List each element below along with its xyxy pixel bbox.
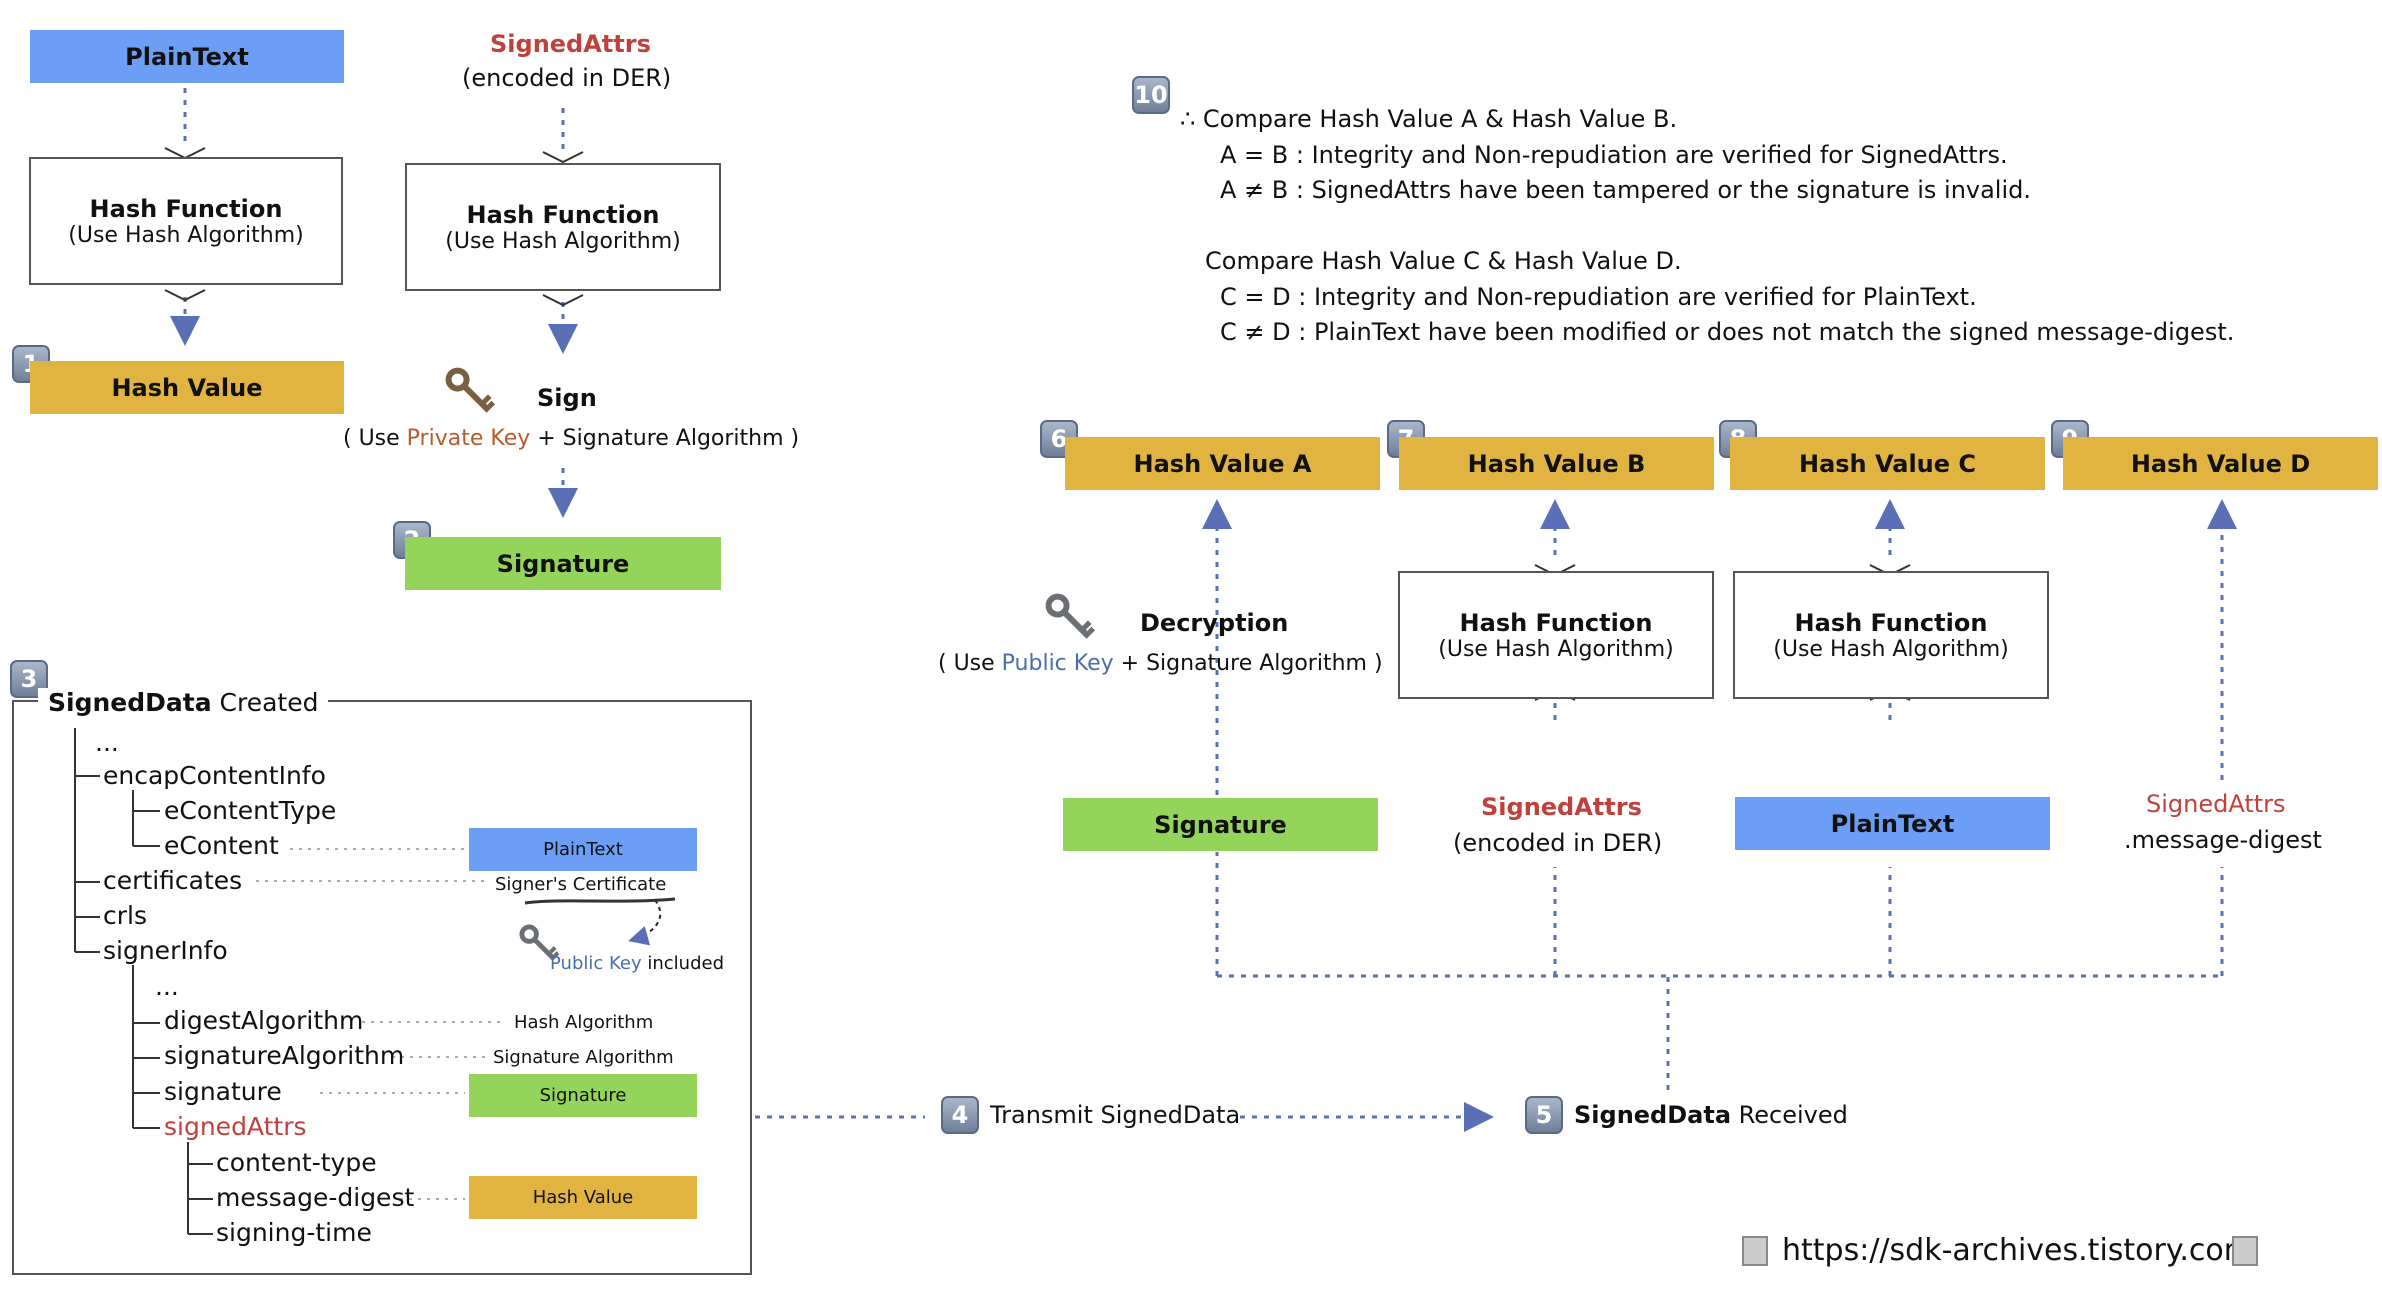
tree-econtent: eContent [164, 831, 279, 860]
compare-line-6: C ≠ D : PlainText have been modified or … [1220, 318, 2235, 346]
signed-attrs-label: SignedAttrs [490, 30, 651, 58]
compare-line-3: A ≠ B : SignedAttrs have been tampered o… [1220, 176, 2032, 204]
encoded-der-label-received: (encoded in DER) [1453, 829, 1663, 857]
sign-algorithm-note: ( Use Private Key + Signature Algorithm … [343, 426, 800, 451]
tree-certificates: certificates [103, 866, 243, 895]
signed-attrs-label-received: SignedAttrs [1481, 793, 1642, 821]
hash-value-a-box: Hash Value A [1065, 437, 1380, 490]
signed-attrs-md-label: SignedAttrs [2146, 790, 2286, 818]
transmit-label: Transmit SignedData [990, 1101, 1241, 1129]
tree-signing-time: signing-time [216, 1218, 372, 1247]
compare-line-2: A = B : Integrity and Non-repudiation ar… [1220, 141, 2008, 169]
signed-data-frame [12, 700, 752, 1275]
footer-url[interactable]: https://sdk-archives.tistory.com [1782, 1233, 2253, 1268]
hash-function-title: Hash Function [89, 194, 283, 223]
tree-signer-info: signerInfo [103, 936, 228, 965]
decryption-label: Decryption [1140, 609, 1289, 637]
tree-content-type: content-type [216, 1148, 377, 1177]
tree-digest-algorithm: digestAlgorithm [164, 1006, 364, 1035]
plaintext-box-received: PlainText [1735, 797, 2050, 850]
step-badge-5: 5 [1525, 1096, 1563, 1134]
hash-value-b-box: Hash Value B [1399, 437, 1714, 490]
hash-function-title: Hash Function [466, 200, 660, 229]
message-digest-label: .message-digest [2124, 826, 2322, 854]
compare-line-5: C = D : Integrity and Non-repudiation ar… [1220, 283, 1977, 311]
plaintext-tag: PlainText [469, 828, 697, 871]
tree-crls: crls [103, 901, 147, 930]
hash-function-sub: (Use Hash Algorithm) [1438, 636, 1674, 662]
compare-line-1: ∴ Compare Hash Value A & Hash Value B. [1180, 105, 1678, 133]
hash-function-box: Hash Function (Use Hash Algorithm) [29, 157, 343, 285]
decryption-algorithm-note: ( Use Public Key + Signature Algorithm ) [938, 651, 1383, 676]
tree-econtent-type: eContentType [164, 796, 337, 825]
hash-value-tag: Hash Value [469, 1176, 697, 1219]
plaintext-box: PlainText [30, 30, 344, 83]
key-icon [1045, 593, 1096, 639]
tree-signature-algorithm: signatureAlgorithm [164, 1041, 405, 1070]
hash-function-title: Hash Function [1794, 608, 1988, 637]
hash-function-sub: (Use Hash Algorithm) [445, 228, 681, 254]
document-icon [2232, 1236, 2258, 1266]
key-icon [445, 367, 496, 413]
step-badge-10: 10 [1132, 76, 1170, 114]
key-icon [519, 924, 560, 961]
signer-certificate-tag: Signer's Certificate [495, 874, 667, 895]
signature-box: Signature [405, 537, 721, 590]
signature-box-received: Signature [1063, 798, 1378, 851]
tree-signature: signature [164, 1077, 282, 1106]
tree-signed-attrs: signedAttrs [164, 1112, 307, 1141]
hash-function-sub: (Use Hash Algorithm) [1773, 636, 2009, 662]
hash-function-sub: (Use Hash Algorithm) [68, 222, 304, 248]
signed-data-title: SignedData Created [38, 688, 329, 717]
tree-ellipsis-2: ... [155, 972, 179, 1001]
public-key-included: Public Key included [550, 953, 725, 974]
hash-value-box: Hash Value [30, 361, 344, 414]
hash-value-c-box: Hash Value C [1730, 437, 2045, 490]
hash-function-box-b: Hash Function (Use Hash Algorithm) [1398, 571, 1714, 699]
hash-function-box-2: Hash Function (Use Hash Algorithm) [405, 163, 721, 291]
encoded-der-label: (encoded in DER) [462, 64, 672, 92]
hash-function-title: Hash Function [1459, 608, 1653, 637]
tree-message-digest: message-digest [216, 1183, 415, 1212]
signature-tag: Signature [469, 1074, 697, 1117]
sign-label: Sign [537, 384, 597, 412]
tree-encap-content-info: encapContentInfo [103, 761, 326, 790]
step-badge-4: 4 [941, 1096, 979, 1134]
hash-algorithm-tag: Hash Algorithm [514, 1012, 654, 1033]
compare-line-4: Compare Hash Value C & Hash Value D. [1205, 247, 1682, 275]
document-icon [1742, 1236, 1768, 1266]
tree-ellipsis-1: ... [95, 728, 119, 757]
received-label: SignedData Received [1574, 1101, 1848, 1129]
step-badge-3: 3 [10, 660, 48, 698]
signature-algorithm-tag: Signature Algorithm [493, 1047, 674, 1068]
hash-function-box-c: Hash Function (Use Hash Algorithm) [1733, 571, 2049, 699]
hash-value-d-box: Hash Value D [2063, 437, 2378, 490]
